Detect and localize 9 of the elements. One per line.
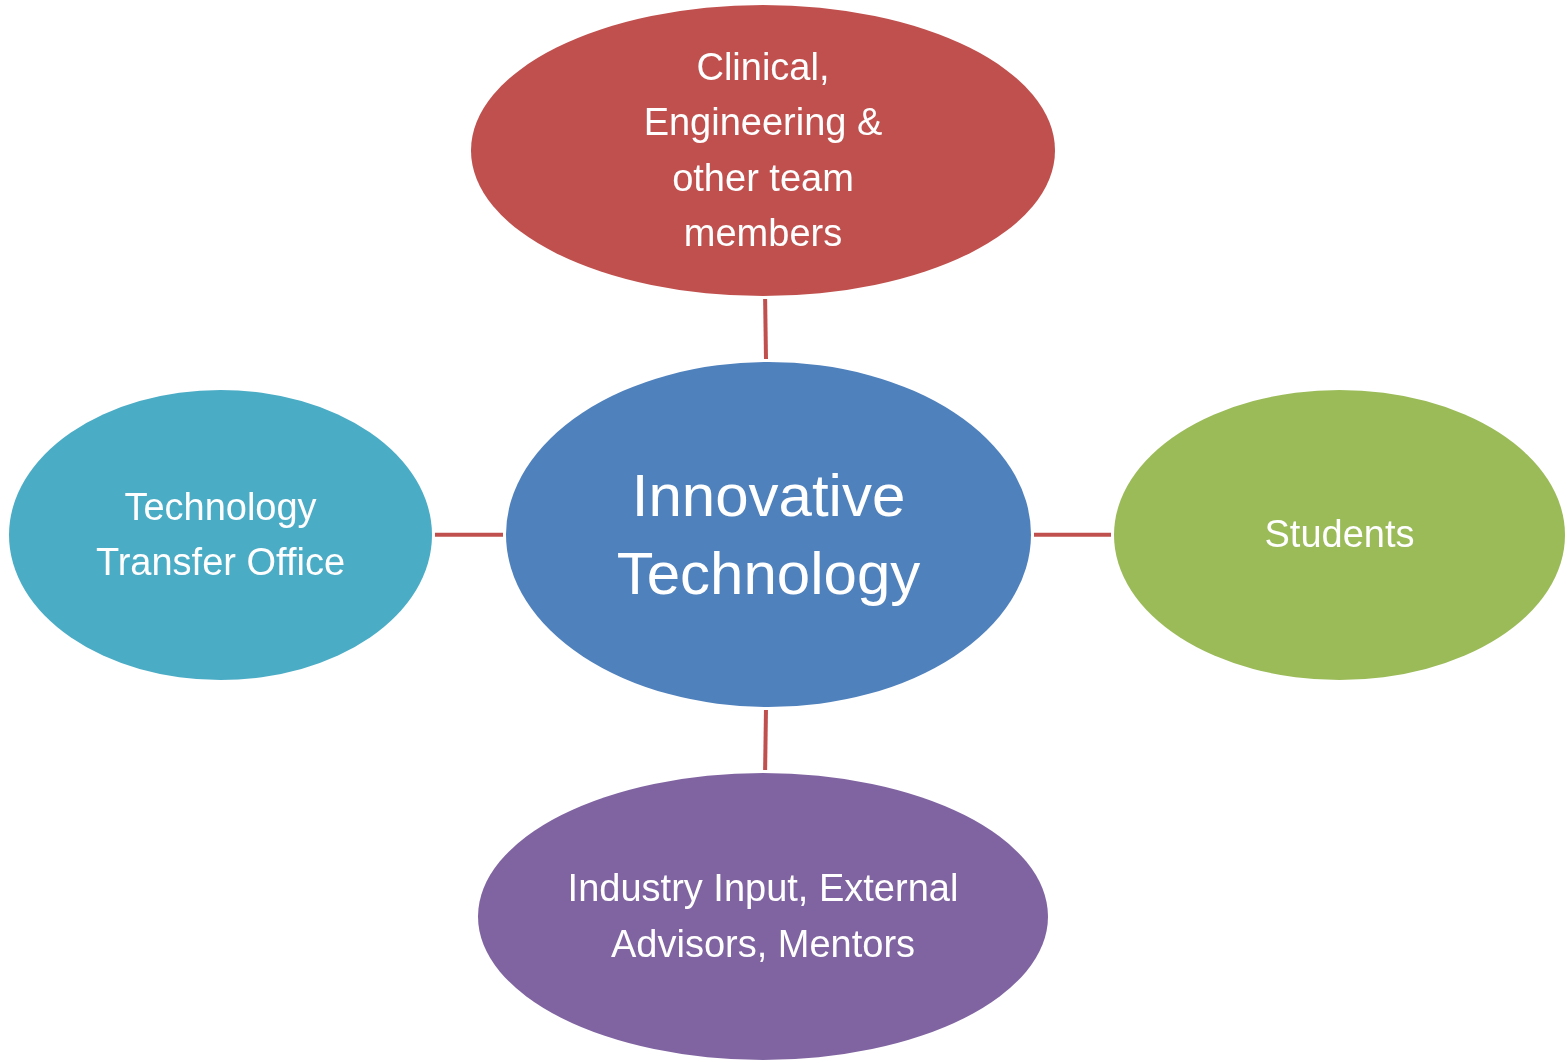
connector-line [435, 532, 503, 537]
connector-line [763, 709, 768, 771]
node-label: Industry Input, External Advisors, Mentors [566, 866, 960, 967]
connector-line [1034, 532, 1111, 537]
node-label: Clinical, Engineering & other team members [642, 45, 884, 256]
node-label: Students [1264, 512, 1415, 558]
node-label: Technology Transfer Office [94, 484, 347, 585]
connector-line [763, 298, 768, 360]
node-label: Innovative Technology [615, 460, 922, 609]
